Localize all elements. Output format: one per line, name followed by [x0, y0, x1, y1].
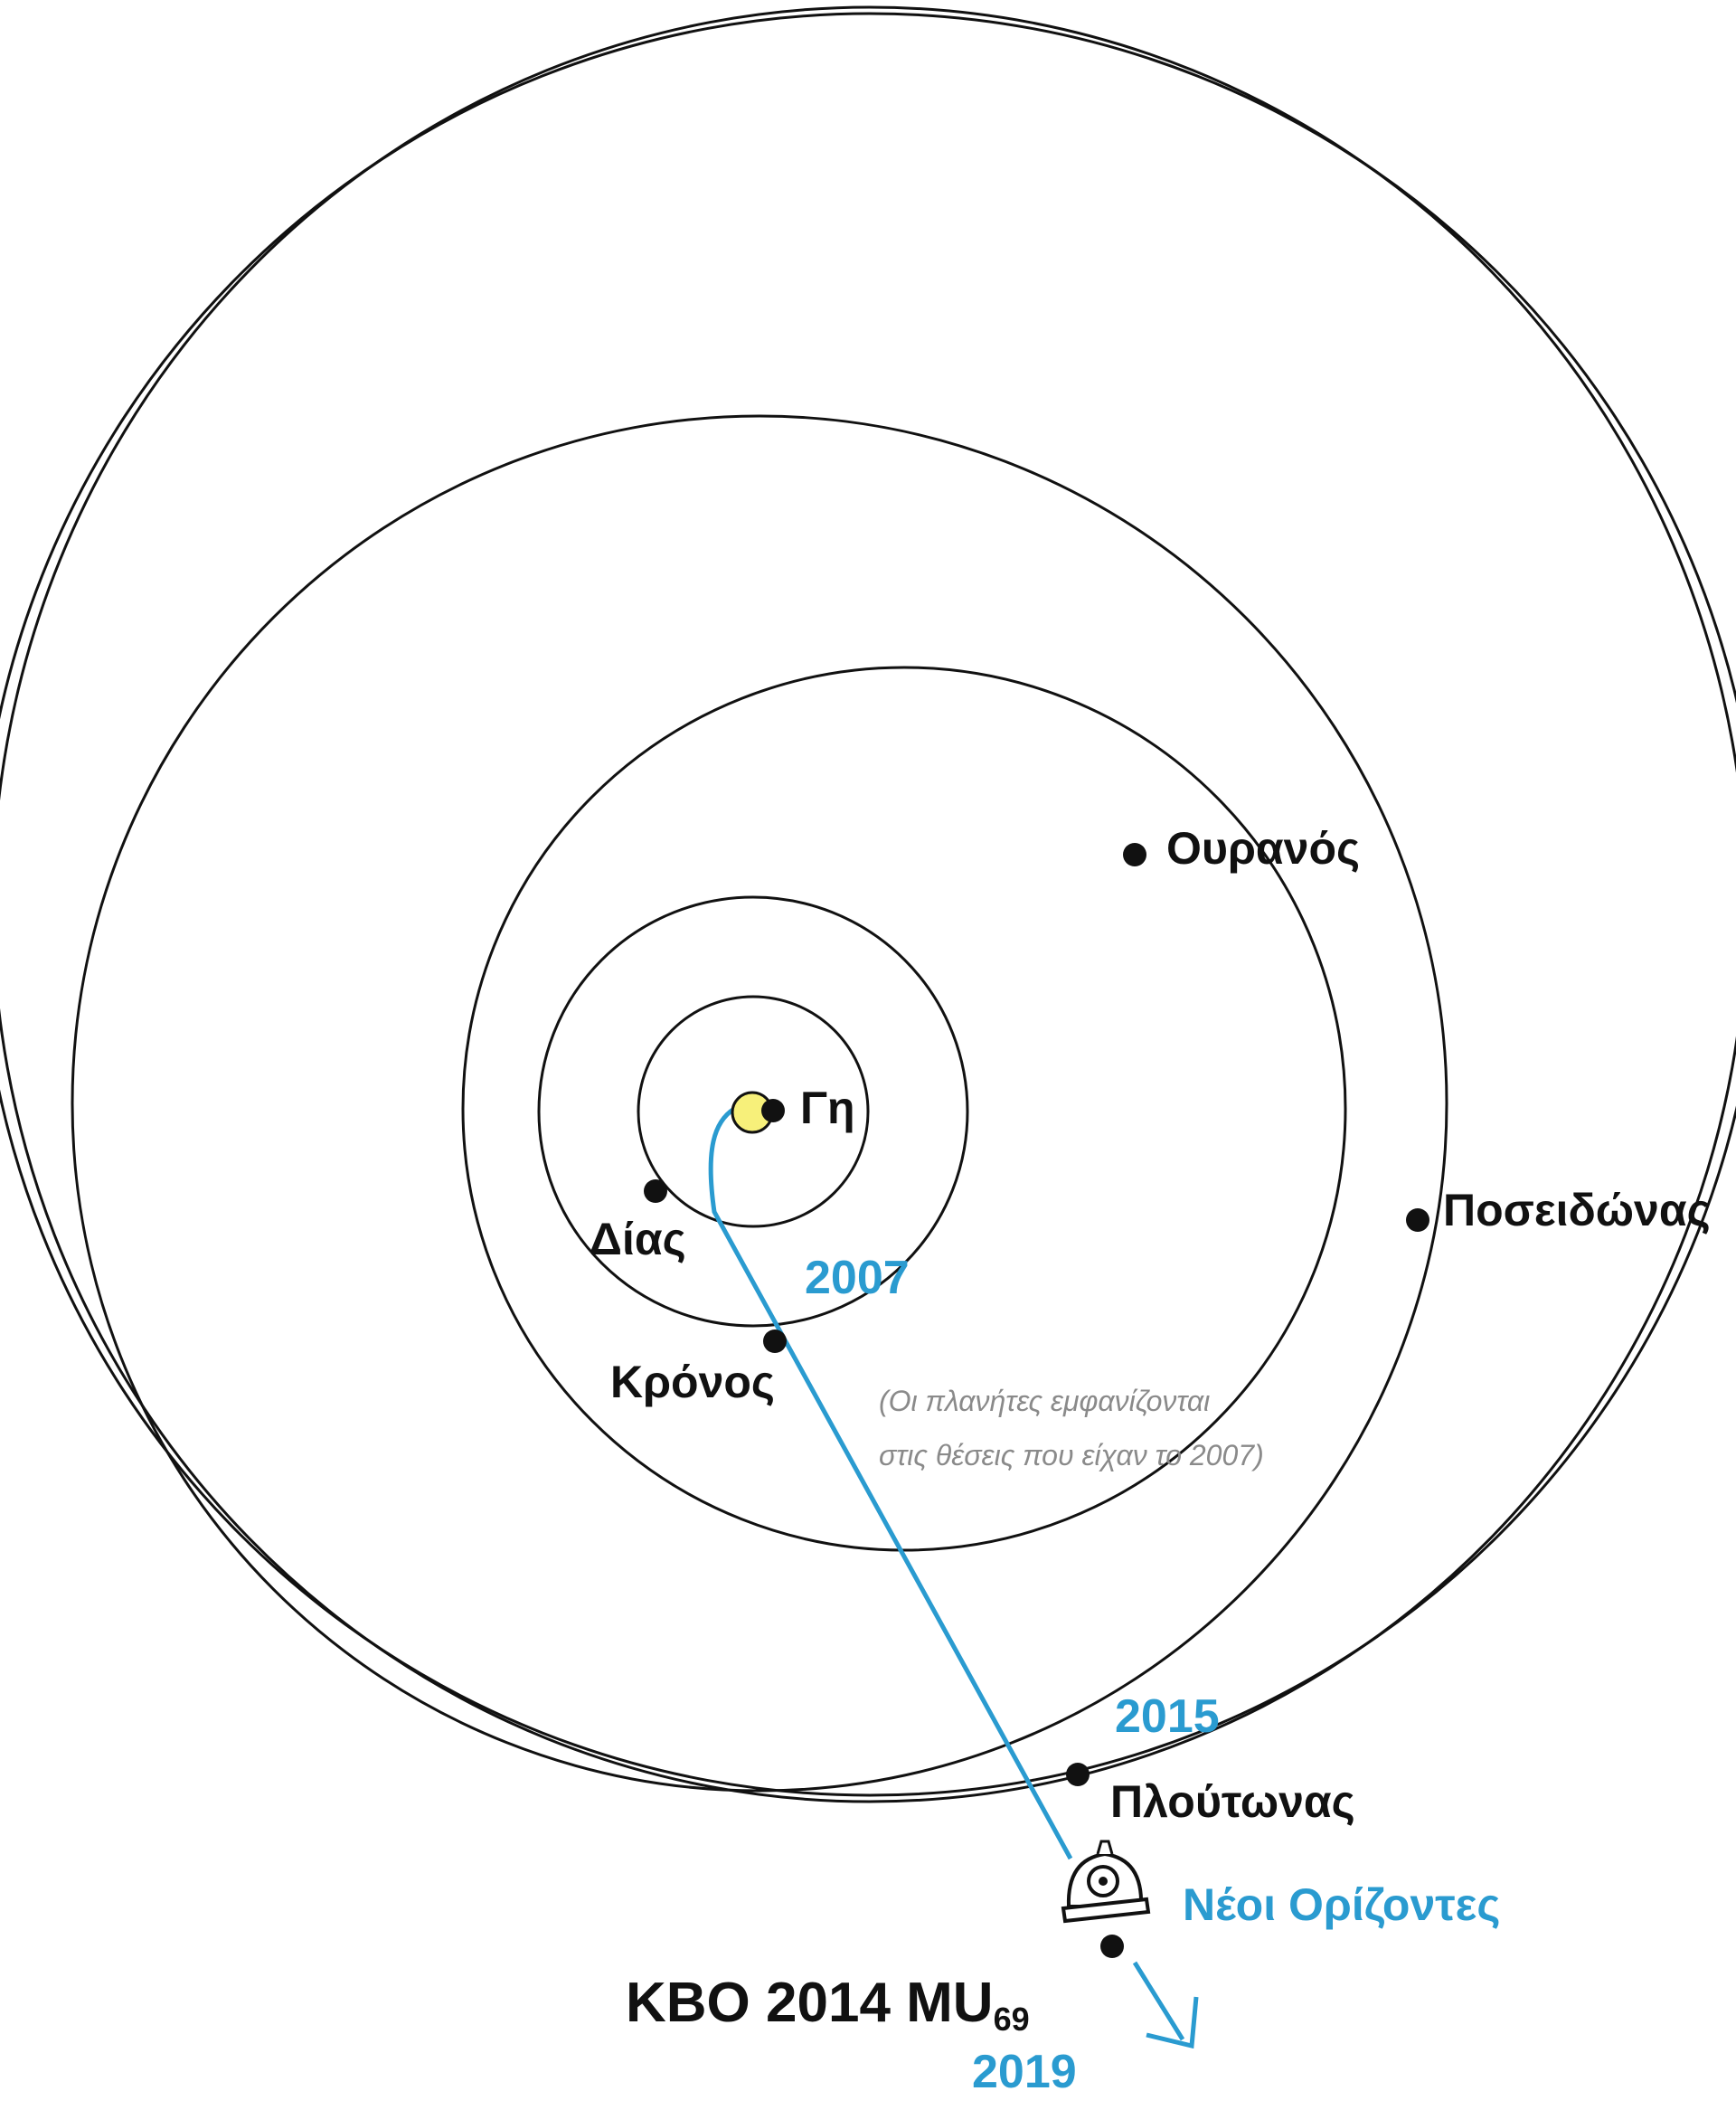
- saturn-dot: [763, 1329, 787, 1353]
- spacecraft-icon: [1061, 1840, 1151, 1924]
- note-line-2: στις θέσεις που είχαν το 2007): [879, 1439, 1264, 1471]
- uranus-orbit: [71, 414, 1448, 1793]
- jupiter-orbit: [537, 895, 969, 1328]
- jupiter-dot: [644, 1179, 667, 1203]
- new-horizons-trajectory: [708, 1106, 1073, 1860]
- pluto-label: Πλούτωνας: [1110, 1776, 1355, 1827]
- kbo-name: KBO 2014 MU: [626, 1972, 994, 2034]
- year-2007-label: 2007: [805, 1252, 910, 1304]
- kbo-label: KBO 2014 MU69: [626, 1972, 1030, 2038]
- earth-label: Γη: [800, 1083, 855, 1133]
- saturn-label: Κρόνος: [610, 1357, 775, 1407]
- uranus-label: Ουρανός: [1166, 823, 1360, 874]
- trajectory-extension: [1132, 1961, 1185, 2041]
- pluto-orbit: [0, 5, 1736, 1803]
- neptune-dot: [1406, 1208, 1429, 1232]
- jupiter-label: Δίας: [590, 1214, 686, 1264]
- arrow-icon: [1146, 1996, 1199, 2049]
- year-2019-label: 2019: [972, 2046, 1077, 2098]
- pluto-dot: [1066, 1763, 1090, 1786]
- saturn-orbit: [461, 666, 1347, 1552]
- spacecraft-label: Νέοι Ορίζοντες: [1183, 1879, 1500, 1930]
- kbo-dot: [1100, 1935, 1124, 1958]
- kbo-subscript: 69: [994, 2001, 1030, 2038]
- earth-orbit: [637, 995, 870, 1228]
- uranus-dot: [1123, 843, 1146, 866]
- neptune-orbit: [0, 12, 1736, 1797]
- year-2015-label: 2015: [1115, 1690, 1220, 1743]
- earth-dot: [761, 1099, 785, 1122]
- note-line-1: (Οι πλανήτες εμφανίζονται: [879, 1385, 1210, 1417]
- neptune-label: Ποσειδώνας: [1443, 1185, 1711, 1235]
